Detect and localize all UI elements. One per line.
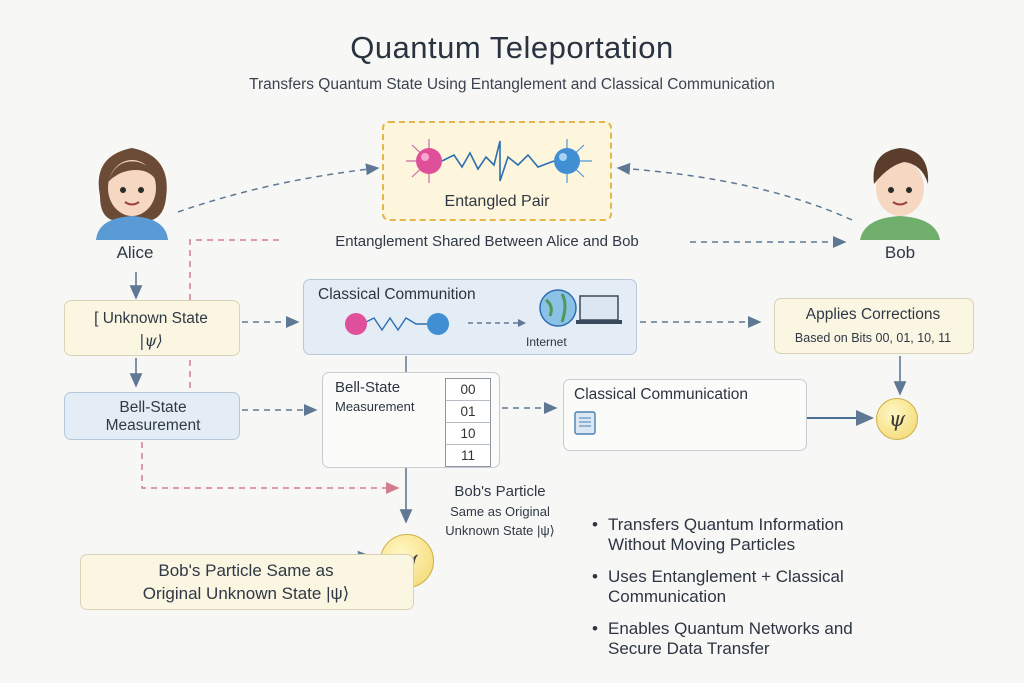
- transfer-arrow-icon: [468, 319, 526, 327]
- classical-communication-box: Classical Communication: [563, 379, 807, 451]
- internet-label: Internet: [526, 335, 567, 349]
- classical-channel-box: Classical Communition Internet: [303, 279, 637, 355]
- corrections-detail: Based on Bits 00, 01, 10, 11: [794, 331, 952, 345]
- bob-to-pair-arrow: [616, 162, 853, 221]
- classical-channel-title: Classical Communition: [318, 286, 476, 303]
- document-icon: [574, 411, 596, 435]
- bob-label: Bob: [884, 243, 916, 262]
- key-point-line1: Transfers Quantum Information: [608, 515, 844, 534]
- result-line2: Original Unknown State |ψ⟩: [142, 584, 350, 603]
- unknown-state-label: [ Unknown State: [94, 310, 208, 327]
- bobs-particle-note-line3: Unknown State |ψ⟩: [445, 523, 555, 538]
- key-point-line1: Enables Quantum Networks and: [608, 619, 853, 638]
- entangled-pair-label: Entangled Pair: [444, 193, 550, 210]
- bob-avatar: [850, 132, 950, 240]
- bit-cell: 01: [446, 401, 490, 423]
- psi-output-icon: ψ: [876, 398, 918, 440]
- classical-communication-label: Classical Communication: [574, 386, 749, 403]
- key-point-line2: Communication: [608, 587, 727, 606]
- bit-cell: 10: [446, 423, 490, 445]
- bell-panel-line2: Measurement: [335, 399, 415, 414]
- page-title: Quantum Teleportation: [350, 30, 674, 65]
- alice-to-pair-arrow: [177, 163, 380, 213]
- result-box: Bob's Particle Same as Original Unknown …: [80, 554, 414, 610]
- bell-bits-table: 00 01 10 11: [445, 378, 491, 467]
- unknown-state-box: [ Unknown State |ψ⟩: [64, 300, 240, 356]
- bit-cell: 11: [460, 448, 475, 463]
- shared-entanglement-label: Entanglement Shared Between Alice and Bo…: [284, 233, 690, 250]
- bell-pink-arrow: [141, 442, 400, 494]
- entangled-pair-box: Entangled Pair: [382, 121, 612, 221]
- page-subtitle: Transfers Quantum State Using Entangleme…: [249, 76, 775, 93]
- bell-measurement-box: Bell-State Measurement: [64, 392, 240, 440]
- corrections-title: Applies Corrections: [805, 306, 941, 323]
- corrections-box: Applies Corrections Based on Bits 00, 01…: [774, 298, 974, 354]
- bell-panel-line1: Bell-State: [335, 379, 401, 396]
- particle-link-icon: [345, 313, 449, 335]
- alice-avatar: [82, 136, 182, 240]
- unknown-state-ket: |ψ⟩: [139, 332, 163, 350]
- globe-laptop-icon: [539, 289, 622, 327]
- key-point-line2: Without Moving Particles: [608, 535, 796, 554]
- result-line1: Bob's Particle Same as: [158, 561, 334, 580]
- key-point-line2: Secure Data Transfer: [608, 639, 770, 658]
- key-point: Uses Entanglement + ClassicalCommunicati…: [592, 567, 972, 607]
- bobs-particle-note-line1: Bob's Particle: [454, 483, 546, 500]
- key-point-line1: Uses Entanglement + Classical: [608, 567, 844, 586]
- entangled-particles-icon: [406, 139, 592, 183]
- alice-label: Alice: [116, 243, 154, 262]
- bit-cell: 00: [446, 379, 490, 401]
- bobs-particle-note-line2: Same as Original: [450, 504, 550, 519]
- bell-measurement-label: Bell-State Measurement: [105, 399, 201, 434]
